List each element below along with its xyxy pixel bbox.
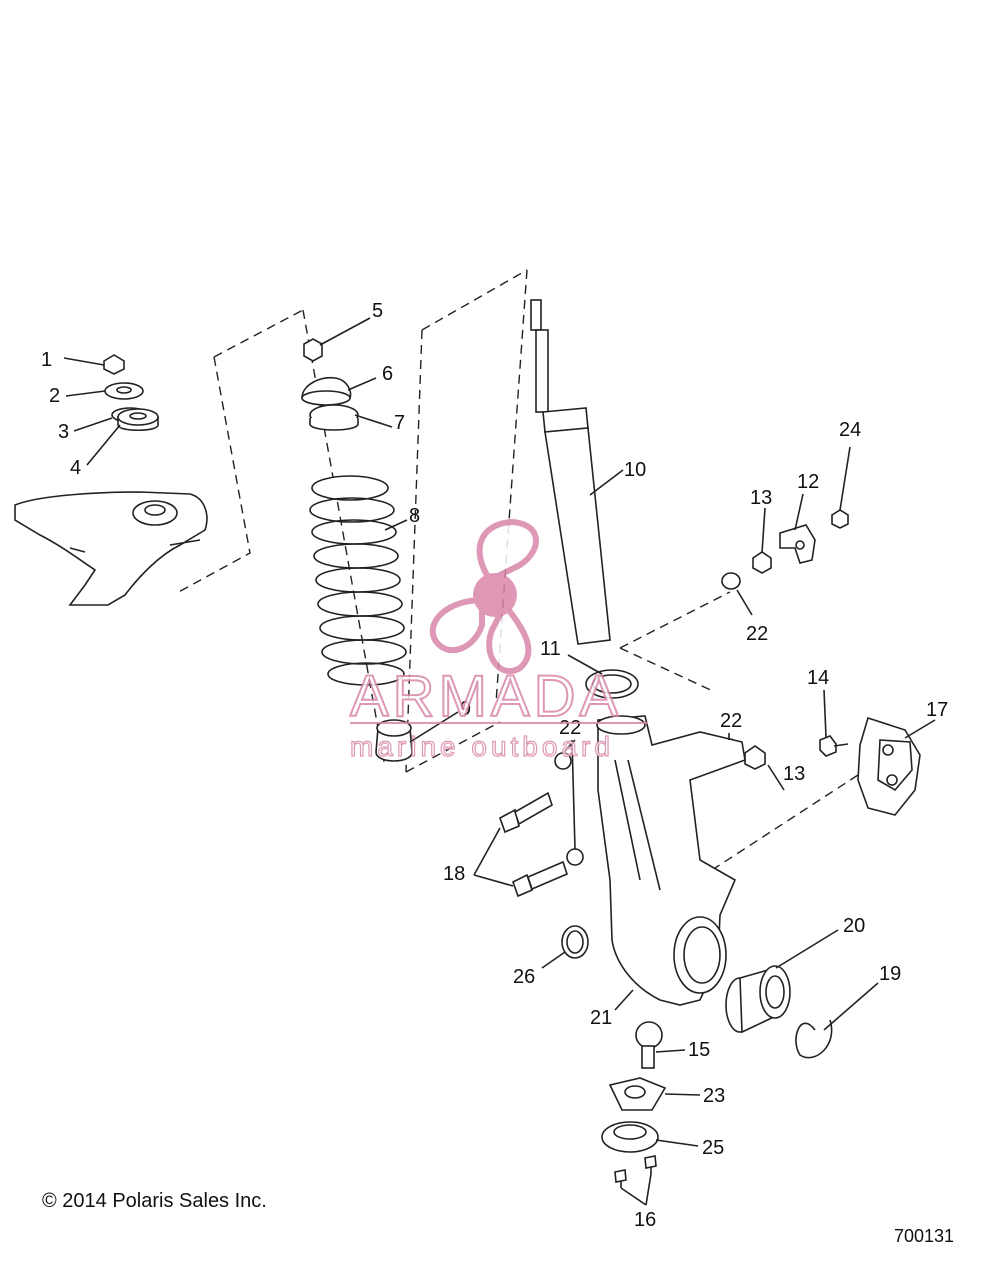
- callout-15: 15: [688, 1039, 710, 1061]
- small-hardware: [554, 509, 849, 866]
- boot-25: [601, 1121, 659, 1153]
- shock-absorber: [530, 299, 611, 645]
- propeller-logo-icon: [429, 518, 539, 675]
- callout-labels: 1 2 3 4 5 6 7 8 9 10 11 12 13 13 14 15 1…: [41, 300, 948, 1231]
- clip-12: [779, 524, 816, 564]
- nut-1: [103, 354, 125, 375]
- callout-17: 17: [926, 699, 948, 721]
- nut-5: [303, 338, 323, 362]
- callout-22-upper: 22: [746, 623, 768, 645]
- wheel-bearing-parts: [561, 925, 833, 1059]
- callout-8: 8: [409, 505, 420, 527]
- screw-16-b: [644, 1155, 657, 1169]
- callout-11: 11: [540, 638, 561, 660]
- callout-3: 3: [58, 421, 69, 443]
- washer-22-left-lower: [566, 848, 584, 866]
- callout-12: 12: [797, 471, 819, 493]
- callout-1: 1: [41, 349, 52, 371]
- callout-24: 24: [839, 419, 861, 441]
- callout-6: 6: [382, 363, 393, 385]
- nut-13-lower: [744, 745, 766, 770]
- o-ring: [585, 669, 639, 699]
- callout-5: 5: [372, 300, 383, 322]
- callout-13-lower: 13: [783, 763, 805, 785]
- callout-13-upper: 13: [750, 487, 772, 509]
- callout-20: 20: [843, 915, 865, 937]
- callout-16: 16: [634, 1209, 656, 1231]
- callout-10: 10: [624, 459, 646, 481]
- callout-4: 4: [70, 457, 81, 479]
- callout-18: 18: [443, 863, 465, 885]
- snap-ring-19: [795, 1019, 833, 1059]
- nut-13-upper: [752, 551, 772, 574]
- watermark-brand: ARMADA: [350, 664, 622, 729]
- screw-16-a: [614, 1169, 627, 1183]
- washer-22-upper: [721, 572, 741, 590]
- callout-19: 19: [879, 963, 901, 985]
- bolts-18: [499, 791, 568, 898]
- brake-caliper: [819, 716, 921, 816]
- watermark-tagline: marine outboard: [350, 731, 614, 762]
- copyright-notice: © 2014 Polaris Sales Inc.: [42, 1190, 267, 1212]
- callout-7: 7: [394, 412, 405, 434]
- callout-25: 25: [702, 1137, 724, 1159]
- callout-14: 14: [807, 667, 829, 689]
- callout-9: 9: [460, 698, 471, 720]
- callout-23: 23: [703, 1085, 725, 1107]
- coil-spring: [309, 475, 407, 686]
- figure-number: 700131: [894, 1226, 955, 1246]
- plate-23: [608, 1077, 667, 1111]
- control-arm: [14, 491, 208, 606]
- ball-joint-parts: [601, 1021, 667, 1188]
- callout-2: 2: [49, 385, 60, 407]
- bolt-14: [819, 735, 837, 757]
- spring-mount-parts: [301, 338, 359, 431]
- callout-22-middle: 22: [720, 710, 742, 732]
- steering-knuckle: [596, 715, 746, 1006]
- nut-24: [831, 509, 849, 529]
- ring-26: [561, 925, 589, 959]
- ball-joint-15: [635, 1021, 663, 1049]
- washer-2: [104, 382, 144, 400]
- leader-lines: [63, 317, 936, 1206]
- armada-watermark: ARMADA marine outboard: [349, 518, 648, 763]
- hardware-stack: [103, 354, 159, 432]
- callout-21: 21: [590, 1007, 612, 1029]
- callout-26: 26: [513, 966, 535, 988]
